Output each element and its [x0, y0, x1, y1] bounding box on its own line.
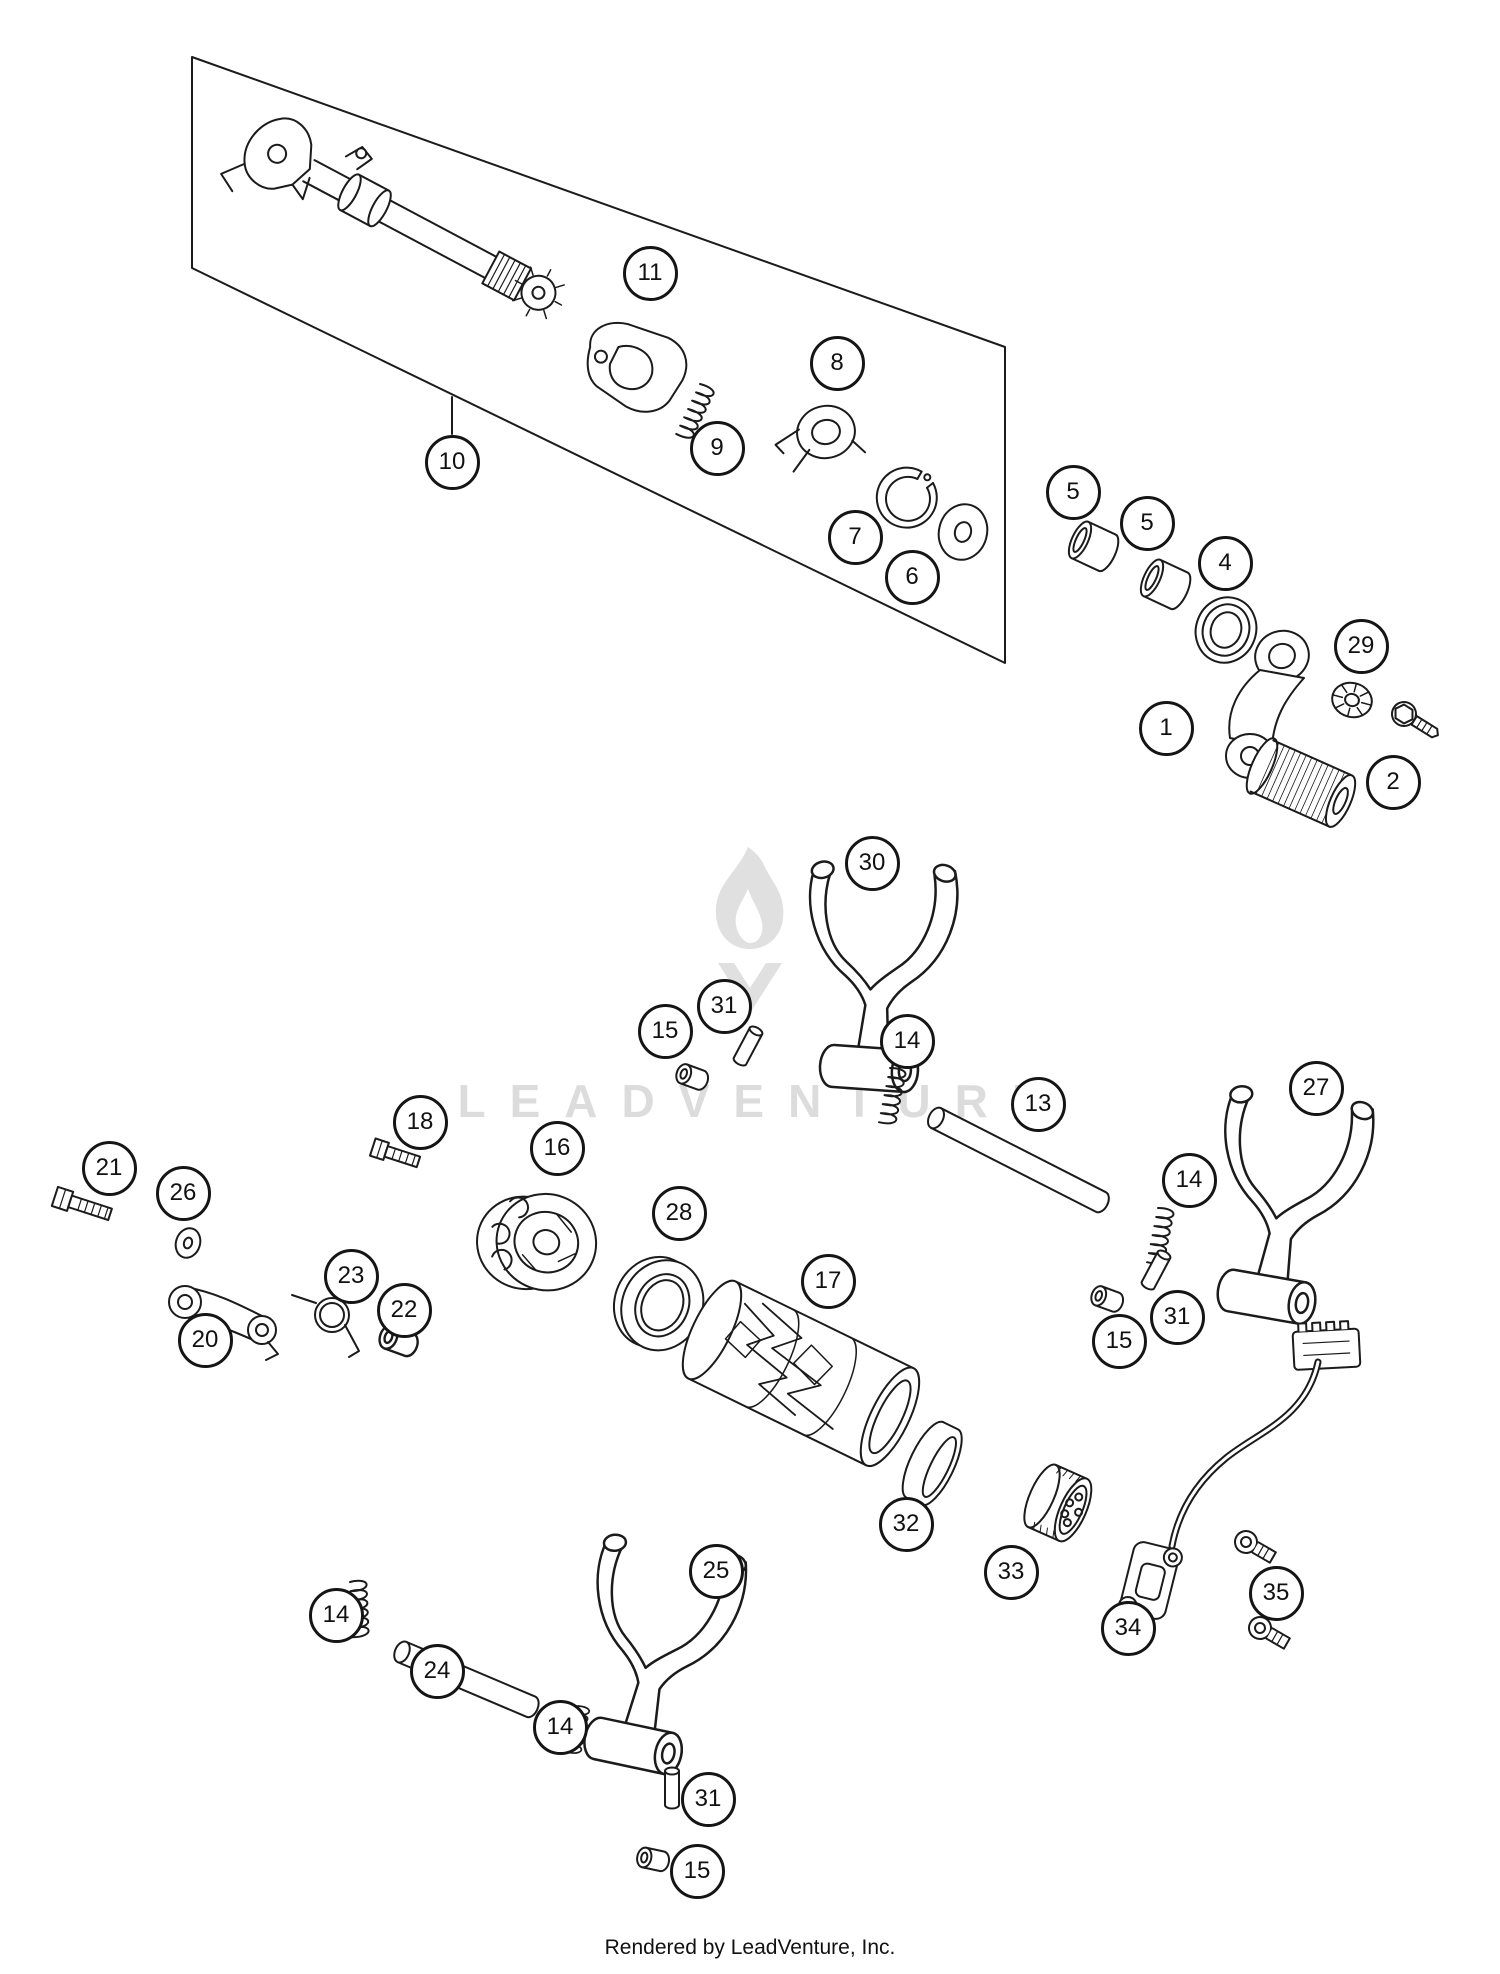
callout-14-4[interactable]: 14 [532, 1699, 588, 1755]
part-20-shift-arm [168, 1285, 279, 1361]
callout-15[interactable]: 15 [637, 1003, 693, 1059]
part-34-sensor-with-cable [1117, 1320, 1362, 1620]
part-1-shift-lever [1225, 629, 1357, 828]
callout-14-2[interactable]: 14 [1161, 1152, 1217, 1208]
callout-9[interactable]: 9 [689, 420, 745, 476]
part-18-bolt [369, 1137, 422, 1169]
footer-credit: Rendered by LeadVenture, Inc. [604, 1936, 896, 1959]
part-10-shift-shaft-assembly [191, 56, 1006, 664]
callout-6[interactable]: 6 [884, 549, 940, 605]
part-32-ring [901, 1420, 963, 1507]
callout-25[interactable]: 25 [688, 1543, 744, 1599]
part-4-bearing [1194, 596, 1258, 664]
callout-35[interactable]: 35 [1248, 1565, 1304, 1621]
callout-28[interactable]: 28 [651, 1185, 707, 1241]
part-5-roller-rear [1139, 558, 1192, 611]
callout-24[interactable]: 24 [409, 1643, 465, 1699]
callout-14[interactable]: 14 [879, 1013, 935, 1069]
callout-2[interactable]: 2 [1365, 754, 1421, 810]
part-16-ratchet-wheel [476, 1192, 598, 1292]
callout-5[interactable]: 5 [1045, 464, 1101, 520]
part-17-shift-drum [681, 1279, 921, 1468]
callout-26[interactable]: 26 [155, 1165, 211, 1221]
part-35-screw-b [1248, 1616, 1291, 1650]
callout-11[interactable]: 11 [622, 245, 678, 301]
callout-5-2[interactable]: 5 [1119, 495, 1175, 551]
callout-23[interactable]: 23 [323, 1248, 379, 1304]
callout-7[interactable]: 7 [827, 509, 883, 565]
callout-22[interactable]: 22 [376, 1282, 432, 1338]
callout-27[interactable]: 27 [1288, 1060, 1344, 1116]
part-29-lock-washer [1331, 681, 1373, 719]
callout-10[interactable]: 10 [424, 434, 480, 490]
callout-29[interactable]: 29 [1333, 618, 1389, 674]
part-23-torsion-spring [291, 1294, 360, 1358]
part-11-locating-plate [586, 321, 688, 413]
callout-1[interactable]: 1 [1138, 700, 1194, 756]
assembly-box-outline [191, 56, 1006, 664]
part-8-pawl [774, 404, 867, 473]
callout-14-3[interactable]: 14 [308, 1587, 364, 1643]
part-7-circlip [875, 466, 938, 529]
callout-32[interactable]: 32 [878, 1496, 934, 1552]
callout-33[interactable]: 33 [983, 1544, 1039, 1600]
callout-20[interactable]: 20 [177, 1312, 233, 1368]
callout-15-2[interactable]: 15 [1091, 1313, 1147, 1369]
callout-18[interactable]: 18 [392, 1094, 448, 1150]
callout-34[interactable]: 34 [1100, 1600, 1156, 1656]
part-13-shift-rail [927, 1106, 1110, 1214]
callout-13[interactable]: 13 [1010, 1076, 1066, 1132]
callout-4[interactable]: 4 [1197, 535, 1253, 591]
part-21-bolt [50, 1185, 113, 1222]
callout-8[interactable]: 8 [809, 335, 865, 391]
callout-16[interactable]: 16 [529, 1120, 585, 1176]
part-33-drum-insert [1023, 1463, 1093, 1543]
callout-21[interactable]: 21 [81, 1140, 137, 1196]
part-26-washer [174, 1227, 202, 1259]
part-28-seal-ring [612, 1255, 705, 1352]
part-35-screw-a [1234, 1530, 1277, 1564]
callout-31[interactable]: 31 [696, 978, 752, 1034]
part-5-roller-front [1067, 520, 1120, 573]
callout-31-2[interactable]: 31 [1149, 1289, 1205, 1345]
callout-31-3[interactable]: 31 [680, 1771, 736, 1827]
part-6-washer [937, 503, 989, 561]
part-2-bolt [1391, 701, 1439, 739]
callout-15-3[interactable]: 15 [669, 1843, 725, 1899]
callout-30[interactable]: 30 [844, 835, 900, 891]
callout-17[interactable]: 17 [800, 1253, 856, 1309]
